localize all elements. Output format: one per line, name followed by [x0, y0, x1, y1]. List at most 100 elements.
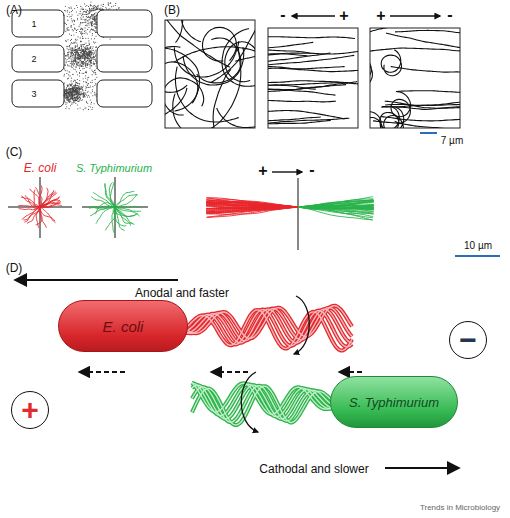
field-arrow — [390, 15, 440, 16]
cell-stipple — [75, 100, 76, 101]
cell-stipple — [76, 88, 77, 89]
cell-stipple — [75, 92, 76, 93]
cell-stipple — [79, 99, 80, 100]
cell-stipple — [88, 38, 89, 39]
cell-stipple — [79, 57, 80, 58]
cell-stipple — [79, 88, 80, 89]
cell-stipple — [76, 82, 77, 83]
cell-stipple — [79, 55, 80, 56]
cell-stipple — [87, 85, 88, 86]
cell-stipple — [78, 92, 79, 93]
cell-stipple — [80, 22, 81, 23]
cell-stipple — [77, 58, 78, 59]
cell-stipple — [86, 12, 87, 13]
cell-stipple — [77, 98, 78, 99]
cell-stipple — [68, 49, 69, 50]
species-name: E. coli — [24, 162, 57, 174]
cell-stipple — [91, 25, 92, 26]
cell-stipple — [77, 57, 78, 58]
cell-stipple — [66, 96, 67, 97]
cell-stipple — [95, 73, 96, 74]
trajectory — [206, 207, 298, 213]
cell-stipple — [82, 22, 83, 23]
cell-stipple — [93, 56, 94, 57]
cell-stipple — [69, 57, 70, 58]
cell-stipple — [66, 88, 67, 89]
cell-stipple — [71, 11, 72, 12]
cell-stipple — [63, 1, 119, 110]
trajectory — [115, 207, 135, 224]
cell-stipple — [91, 109, 92, 110]
cell-stipple — [66, 89, 67, 90]
cell-stipple — [71, 94, 72, 95]
cell-stipple — [91, 54, 92, 55]
cell-stipple — [86, 57, 87, 58]
cell-stipple — [65, 95, 66, 96]
cell-stipple — [88, 17, 89, 18]
cell-stipple — [73, 90, 74, 91]
cell-stipple — [77, 64, 78, 65]
cell-stipple — [78, 91, 79, 92]
cell-stipple — [64, 10, 65, 11]
cell-stipple — [85, 19, 86, 20]
cell-stipple — [94, 72, 95, 73]
cell-stipple — [75, 98, 76, 99]
rotation-arrow — [294, 296, 309, 354]
cell-stipple — [93, 54, 94, 55]
cell-stipple — [76, 88, 77, 89]
cell-stipple — [82, 90, 83, 91]
cell-stipple — [71, 62, 72, 63]
cell-stipple — [86, 5, 87, 6]
cell-stipple — [84, 52, 85, 53]
cell-stipple — [69, 89, 70, 90]
cell-stipple — [83, 96, 84, 97]
cell-stipple — [76, 93, 77, 94]
swim-track — [268, 37, 358, 126]
cell-stipple — [83, 63, 84, 64]
cell-stipple — [95, 83, 96, 84]
panel-letter: (D) — [6, 262, 23, 274]
cell-stipple — [85, 65, 86, 66]
cell-stipple — [65, 6, 66, 7]
cell-stipple — [90, 62, 91, 63]
cell-stipple — [92, 25, 93, 26]
cell-stipple — [83, 93, 84, 94]
cell-stipple — [87, 54, 88, 55]
flow-arrow — [80, 371, 362, 373]
cell-stipple — [67, 96, 68, 97]
cell-stipple — [72, 50, 73, 51]
cell-stipple — [65, 70, 66, 71]
cell-stipple — [82, 66, 83, 67]
cell-stipple — [67, 92, 68, 93]
cell-stipple — [79, 31, 80, 32]
cell-stipple — [91, 22, 92, 23]
cell-stipple — [90, 29, 91, 30]
cell-stipple — [81, 94, 82, 95]
cell-stipple — [72, 89, 73, 90]
cell-stipple — [71, 83, 72, 84]
cell-stipple — [87, 52, 88, 53]
cell-stipple — [75, 69, 76, 70]
cell-stipple — [75, 90, 76, 91]
cell-stipple — [70, 56, 71, 57]
cell-stipple — [92, 29, 93, 30]
cell-stipple — [64, 83, 65, 84]
cell-stipple — [69, 91, 70, 92]
cell-stipple — [83, 55, 84, 56]
cell-stipple — [86, 95, 87, 96]
cell-stipple — [102, 6, 103, 7]
cell-stipple — [75, 87, 76, 88]
cell-stipple — [91, 63, 92, 64]
cell-stipple — [71, 52, 72, 53]
cell-stipple — [85, 107, 86, 108]
cell-stipple — [91, 14, 92, 15]
cell-stipple — [78, 62, 79, 63]
cell-stipple — [96, 77, 97, 78]
cell-stipple — [66, 41, 67, 42]
cell-stipple — [68, 88, 69, 89]
cell-stipple — [73, 94, 74, 95]
cell-stipple — [87, 65, 88, 66]
cell-stipple — [88, 49, 89, 50]
cell-stipple — [77, 51, 78, 52]
cell-stipple — [80, 70, 81, 71]
